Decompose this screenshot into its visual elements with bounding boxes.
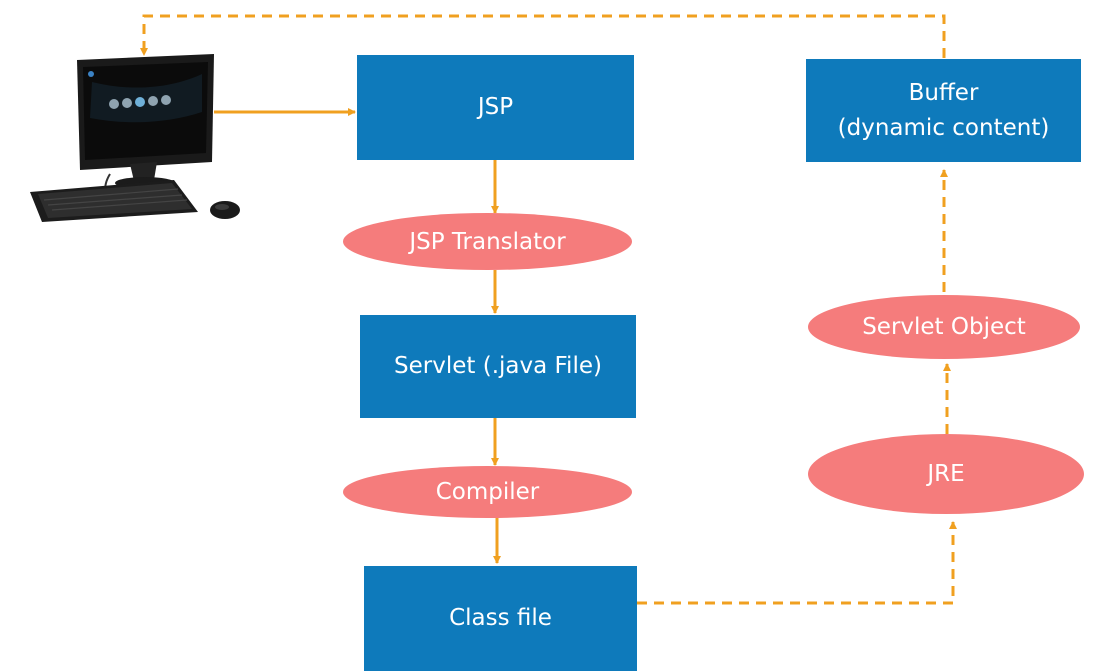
jsp-box: JSP [357, 55, 634, 160]
compiler-oval: Compiler [343, 466, 632, 518]
jre-label: JRE [927, 461, 965, 487]
servlet-java-box: Servlet (.java File) [360, 315, 636, 418]
arrow-buffer-to-computer [140, 14, 946, 58]
jre-oval: JRE [808, 434, 1084, 514]
connectors [140, 14, 957, 605]
class-file-label: Class file [449, 605, 552, 631]
servlet-object-oval: Servlet Object [808, 295, 1080, 359]
servlet-object-label: Servlet Object [862, 314, 1026, 340]
compiler-label: Compiler [435, 479, 540, 505]
buffer-box: Buffer (dynamic content) [806, 59, 1081, 162]
mouse-icon [210, 201, 240, 219]
arrow-classfile-to-jre [637, 521, 957, 605]
servlet-java-label: Servlet (.java File) [394, 353, 602, 379]
buffer-label-line2: (dynamic content) [837, 114, 1050, 141]
class-file-box: Class file [364, 566, 637, 671]
jsp-translator-oval: JSP Translator [343, 213, 632, 270]
keyboard-icon [30, 180, 198, 222]
jsp-translator-label: JSP Translator [409, 228, 566, 255]
buffer-label-line1: Buffer [908, 79, 979, 106]
monitor-icon [77, 54, 214, 205]
desktop-computer-icon [30, 54, 240, 222]
jsp-label: JSP [477, 94, 514, 120]
